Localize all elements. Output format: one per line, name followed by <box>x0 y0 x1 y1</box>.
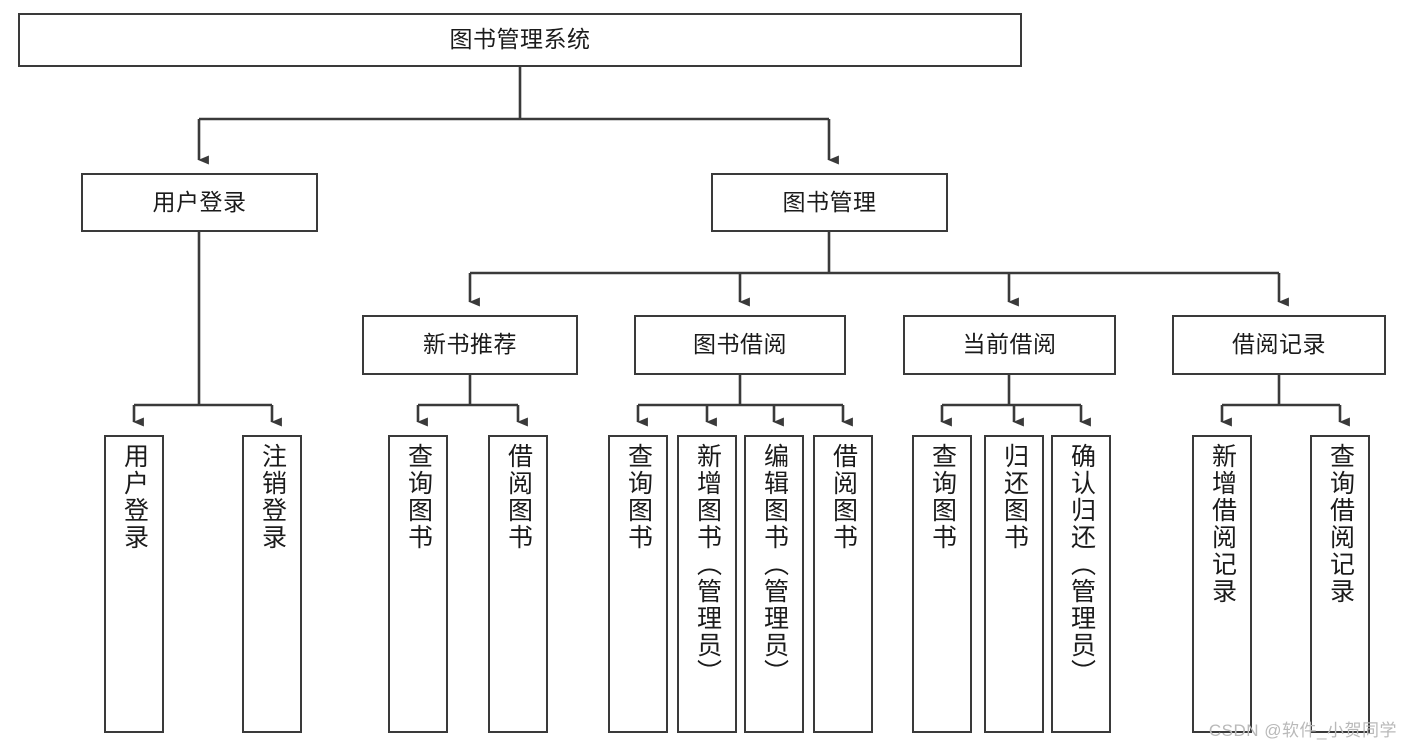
leaf-query-book-borrow[interactable]: 查询图书 <box>608 435 668 733</box>
leaf-borrow-book-rec-label: 借阅图书 <box>504 443 533 551</box>
node-user-login[interactable]: 用户登录 <box>81 173 318 232</box>
leaf-edit-book-label: 编辑图书（管理员） <box>760 443 789 686</box>
leaf-borrow-book-rec[interactable]: 借阅图书 <box>488 435 548 733</box>
leaf-add-book[interactable]: 新增图书（管理员） <box>677 435 737 733</box>
leaf-query-book-rec-label: 查询图书 <box>404 443 433 551</box>
node-user-login-label: 用户登录 <box>152 188 247 215</box>
leaf-borrow-book[interactable]: 借阅图书 <box>813 435 873 733</box>
leaf-add-record[interactable]: 新增借阅记录 <box>1192 435 1252 733</box>
leaf-return-book[interactable]: 归还图书 <box>984 435 1044 733</box>
leaf-query-book-rec[interactable]: 查询图书 <box>388 435 448 733</box>
node-book-borrow-label: 图书借阅 <box>693 331 787 358</box>
node-book-manage-label: 图书管理 <box>782 188 877 215</box>
node-borrow-record-label: 借阅记录 <box>1232 331 1326 358</box>
node-book-borrow[interactable]: 图书借阅 <box>634 315 846 375</box>
leaf-confirm-return[interactable]: 确认归还（管理员） <box>1051 435 1111 733</box>
leaf-logout[interactable]: 注销登录 <box>242 435 302 733</box>
leaf-edit-book[interactable]: 编辑图书（管理员） <box>744 435 804 733</box>
node-new-book-rec-label: 新书推荐 <box>423 331 517 358</box>
leaf-query-record-label: 查询借阅记录 <box>1326 443 1355 605</box>
leaf-query-record[interactable]: 查询借阅记录 <box>1310 435 1370 733</box>
node-borrow-record[interactable]: 借阅记录 <box>1172 315 1386 375</box>
leaf-add-book-label: 新增图书（管理员） <box>693 443 722 686</box>
csdn-watermark: CSDN @软件_小贺同学 <box>1208 721 1397 740</box>
leaf-borrow-book-label: 借阅图书 <box>829 443 858 551</box>
node-root-label: 图书管理系统 <box>449 26 591 53</box>
leaf-return-book-label: 归还图书 <box>1000 443 1029 551</box>
leaf-confirm-return-label: 确认归还（管理员） <box>1067 443 1096 686</box>
node-current-borrow-label: 当前借阅 <box>962 331 1057 358</box>
leaf-query-book-current[interactable]: 查询图书 <box>912 435 972 733</box>
leaf-user-login-label: 用户登录 <box>120 443 149 551</box>
node-current-borrow[interactable]: 当前借阅 <box>903 315 1116 375</box>
node-root[interactable]: 图书管理系统 <box>18 13 1022 67</box>
leaf-query-book-current-label: 查询图书 <box>928 443 957 551</box>
leaf-logout-label: 注销登录 <box>258 443 287 551</box>
node-book-manage[interactable]: 图书管理 <box>711 173 948 232</box>
node-new-book-rec[interactable]: 新书推荐 <box>362 315 578 375</box>
leaf-query-book-borrow-label: 查询图书 <box>624 443 653 551</box>
leaf-user-login[interactable]: 用户登录 <box>104 435 164 733</box>
leaf-add-record-label: 新增借阅记录 <box>1208 443 1237 605</box>
